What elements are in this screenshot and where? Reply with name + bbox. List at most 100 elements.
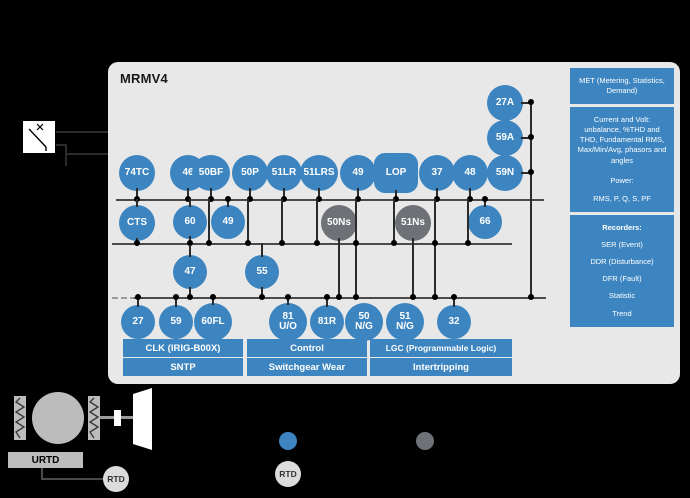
function-node-51lrs[interactable]: 51LRS: [300, 155, 338, 191]
tie-line-h: [247, 199, 249, 243]
function-node-60[interactable]: 60: [173, 205, 207, 239]
bus-junction-dot: [434, 196, 440, 202]
node-label-stacked: 50 N/G: [355, 310, 373, 333]
bus-junction-dot: [451, 294, 457, 300]
bus-junction-dot: [467, 196, 473, 202]
node-label: 48: [464, 166, 476, 178]
bar-sntp[interactable]: SNTP: [123, 358, 243, 376]
function-node-cts[interactable]: CTS: [119, 205, 155, 241]
node-label: 60: [184, 215, 196, 227]
function-node-27[interactable]: 27: [121, 305, 155, 339]
function-node-50p[interactable]: 50P: [232, 155, 268, 191]
function-node-81r[interactable]: 81R: [310, 305, 344, 339]
bus-junction-dot: [134, 240, 140, 246]
node-label: 32: [448, 315, 460, 327]
function-node-50bf[interactable]: 50BF: [192, 155, 230, 191]
bus-junction-dot: [528, 99, 534, 105]
node-stub-66-top: [484, 199, 486, 207]
bus-junction-dot: [173, 294, 179, 300]
node-stub-81r: [326, 297, 328, 307]
node-label-line2: N/G: [355, 321, 373, 332]
node-label: 55: [256, 265, 268, 277]
measurements-text: Current and Volt: unbalance, %THD and TH…: [577, 115, 667, 165]
bus-junction-dot: [393, 196, 399, 202]
bus-junction-dot: [432, 240, 438, 246]
function-node-81uo[interactable]: 81 U/O: [269, 303, 307, 341]
function-node-74tc[interactable]: 74TC: [119, 155, 155, 191]
rtd-label: RTD: [107, 474, 125, 484]
node-stub-59a: [521, 137, 533, 139]
bar-control[interactable]: Control: [247, 339, 367, 357]
recorder-ddr: DDR (Disturbance): [590, 257, 654, 267]
tie-line-f: [316, 199, 318, 243]
function-node-59a[interactable]: 59A: [487, 120, 523, 156]
bus-junction-dot: [314, 240, 320, 246]
metering-info-column: MET (Metering, Statistics, Demand) Curre…: [570, 68, 674, 330]
rtd-sensor-icon: RTD: [103, 466, 129, 492]
recorder-dfr: DFR (Fault): [602, 274, 642, 284]
node-label: 66: [479, 215, 491, 227]
function-node-49-row2[interactable]: 49: [211, 205, 245, 239]
bar-clk-irig[interactable]: CLK (IRIG-B00X): [123, 339, 243, 357]
tie-line-e: [208, 199, 210, 243]
function-node-37[interactable]: 37: [419, 155, 455, 191]
bus-junction-dot: [259, 294, 265, 300]
legend-rtd-swatch: RTD: [275, 461, 301, 487]
bus-junction-dot: [187, 294, 193, 300]
load-icon: [133, 388, 152, 450]
tie-line-b: [355, 199, 357, 297]
legend-rtd-label: RTD: [279, 469, 297, 479]
bar-switchgear-wear[interactable]: Switchgear Wear: [247, 358, 367, 376]
node-label: 81R: [317, 315, 337, 327]
function-node-51ng[interactable]: 51 N/G: [386, 303, 424, 341]
node-label: 46: [182, 166, 194, 178]
function-node-lop[interactable]: LOP: [374, 153, 418, 193]
bus-line-3-dashed: [112, 297, 136, 299]
function-node-51lr[interactable]: 51LR: [266, 155, 302, 191]
node-label: 59A: [495, 131, 515, 143]
function-node-60fl[interactable]: 60FL: [194, 303, 232, 341]
urtd-label: URTD: [31, 454, 60, 466]
bus-junction-dot: [465, 240, 471, 246]
node-label: 59: [170, 315, 182, 327]
function-node-49-row1[interactable]: 49: [340, 155, 376, 191]
function-node-66[interactable]: 66: [468, 205, 502, 239]
node-stub-59n-row1: [521, 172, 533, 174]
tie-line-a: [281, 199, 283, 243]
page-title: MRMV4: [120, 71, 168, 86]
tie-line-d: [467, 199, 469, 243]
bar-intertripping[interactable]: Intertripping: [370, 358, 512, 376]
bus-line-2: [112, 243, 512, 245]
breaker-connector-drop-b: [65, 144, 67, 166]
function-node-27a[interactable]: 27A: [487, 85, 523, 121]
bar-label: Intertripping: [413, 361, 469, 373]
bus-junction-dot: [353, 294, 359, 300]
bar-lgc[interactable]: LGC (Programmable Logic): [370, 339, 512, 357]
function-node-32[interactable]: 32: [437, 305, 471, 339]
node-label: LOP: [385, 166, 407, 178]
bus-junction-dot: [528, 294, 534, 300]
function-node-59n-row1[interactable]: 59N: [487, 155, 523, 191]
bus-junction-dot: [210, 294, 216, 300]
node-stub-59: [175, 297, 177, 307]
node-stub-47-bot: [189, 287, 191, 299]
bus-junction-dot: [410, 294, 416, 300]
node-stub-51ns: [412, 238, 414, 298]
function-node-59[interactable]: 59: [159, 305, 193, 339]
function-node-48[interactable]: 48: [452, 155, 488, 191]
node-stub-50p: [249, 188, 251, 200]
function-node-50ns[interactable]: 50Ns: [321, 205, 357, 241]
node-stub-55-top: [261, 243, 263, 257]
function-node-55[interactable]: 55: [245, 255, 279, 289]
bus-junction-dot: [208, 196, 214, 202]
function-node-47[interactable]: 47: [173, 255, 207, 289]
node-stub-27: [137, 297, 139, 307]
urtd-box: URTD: [8, 452, 83, 468]
function-node-51ns[interactable]: 51Ns: [395, 205, 431, 241]
measurements-box: Current and Volt: unbalance, %THD and TH…: [570, 107, 674, 212]
shaft-left: [100, 416, 114, 419]
node-label-line1: 50: [358, 310, 370, 322]
node-label: 27A: [495, 96, 515, 108]
function-node-50ng[interactable]: 50 N/G: [345, 303, 383, 341]
bus-junction-dot: [528, 169, 534, 175]
